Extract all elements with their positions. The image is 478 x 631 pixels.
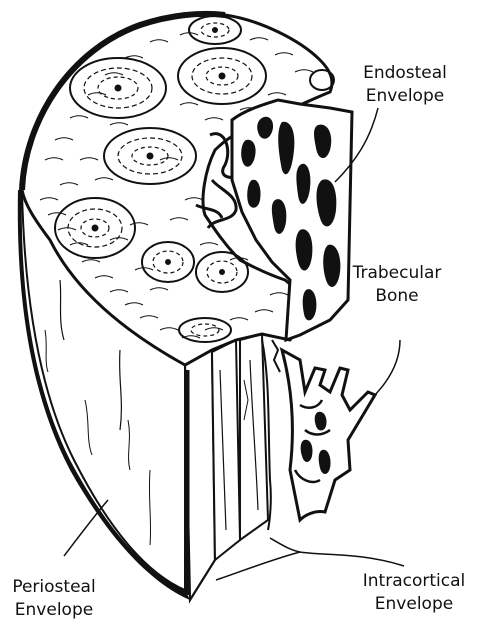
periosteal-leader-line (64, 500, 108, 556)
trabecular-label-line1: Trabecular (352, 262, 442, 285)
periosteal-label-line2: Envelope (4, 599, 104, 622)
intracortical-leader-line-b (216, 552, 300, 580)
endosteal-label-line1: Endosteal (350, 62, 460, 85)
intracortical-leader-line-a (270, 538, 404, 566)
intracortical-envelope-label: Intracortical Envelope (352, 570, 476, 616)
endosteal-envelope-label: Endosteal Envelope (350, 62, 460, 108)
periosteal-label-line1: Periosteal (4, 576, 104, 599)
intracortical-label-line2: Envelope (352, 593, 476, 616)
intracortical-label-line1: Intracortical (352, 570, 476, 593)
trabecular-bone-label: Trabecular Bone (352, 262, 442, 308)
endosteal-label-line2: Envelope (350, 85, 460, 108)
trabecular-struts (262, 340, 375, 530)
cortex-front-face (185, 334, 268, 600)
trabecular-leader-line (372, 340, 400, 398)
trabecular-label-line2: Bone (352, 285, 442, 308)
periosteal-envelope-label: Periosteal Envelope (4, 576, 104, 622)
